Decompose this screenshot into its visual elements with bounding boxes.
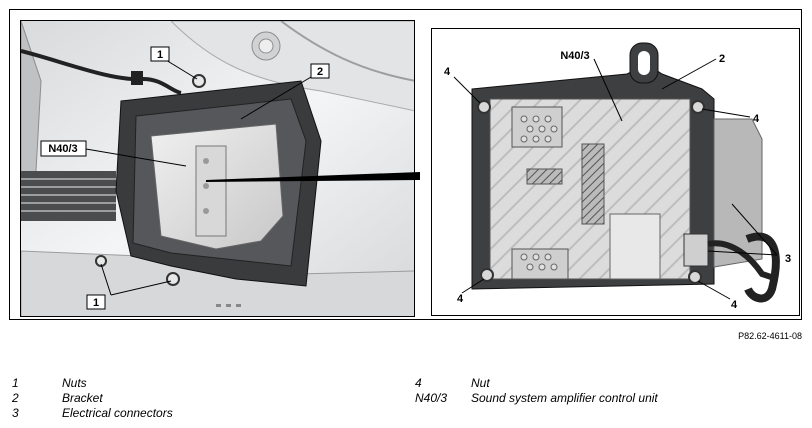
legend-text: Nut bbox=[471, 376, 490, 390]
legend-item: 2 Bracket bbox=[12, 391, 103, 405]
right-callout-n40-3: N40/3 bbox=[560, 50, 589, 62]
legend-text: Sound system amplifier control unit bbox=[471, 391, 658, 405]
right-callout-4-top-right: 4 bbox=[753, 113, 760, 125]
legend-item: 1 Nuts bbox=[12, 376, 87, 390]
legend-number: 4 bbox=[415, 376, 422, 390]
left-callout-1-top: 1 bbox=[157, 49, 163, 61]
legend-text: Nuts bbox=[62, 376, 87, 390]
legend-item: N40/3 Sound system amplifier control unit bbox=[415, 391, 658, 405]
installation-view: 1 2 N40/3 1 bbox=[20, 20, 415, 317]
legend-item: 4 Nut bbox=[415, 376, 490, 390]
detail-view: N40/3 2 4 4 3 4 4 bbox=[431, 28, 800, 316]
right-callout-2: 2 bbox=[719, 53, 725, 65]
legend-item: 3 Electrical connectors bbox=[12, 406, 173, 420]
left-callout-1-bottom: 1 bbox=[93, 297, 99, 309]
right-callout-4-bottom-left: 4 bbox=[457, 293, 464, 305]
right-callout-3: 3 bbox=[785, 253, 791, 265]
right-callout-4-top-left: 4 bbox=[444, 66, 451, 78]
connector-line bbox=[206, 172, 420, 182]
left-callout-2: 2 bbox=[317, 66, 323, 78]
legend-number: 3 bbox=[12, 406, 19, 420]
left-callout-n40-3: N40/3 bbox=[48, 143, 77, 155]
legend-text: Bracket bbox=[62, 391, 103, 405]
reference-code: P82.62-4611-08 bbox=[738, 331, 802, 341]
legend-text: Electrical connectors bbox=[62, 406, 173, 420]
legend-number: 1 bbox=[12, 376, 19, 390]
right-callout-4-bottom-right: 4 bbox=[731, 299, 738, 311]
legend-number: N40/3 bbox=[415, 391, 448, 405]
legend-number: 2 bbox=[12, 391, 19, 405]
diagram-frame: 1 2 N40/3 1 bbox=[9, 9, 802, 320]
